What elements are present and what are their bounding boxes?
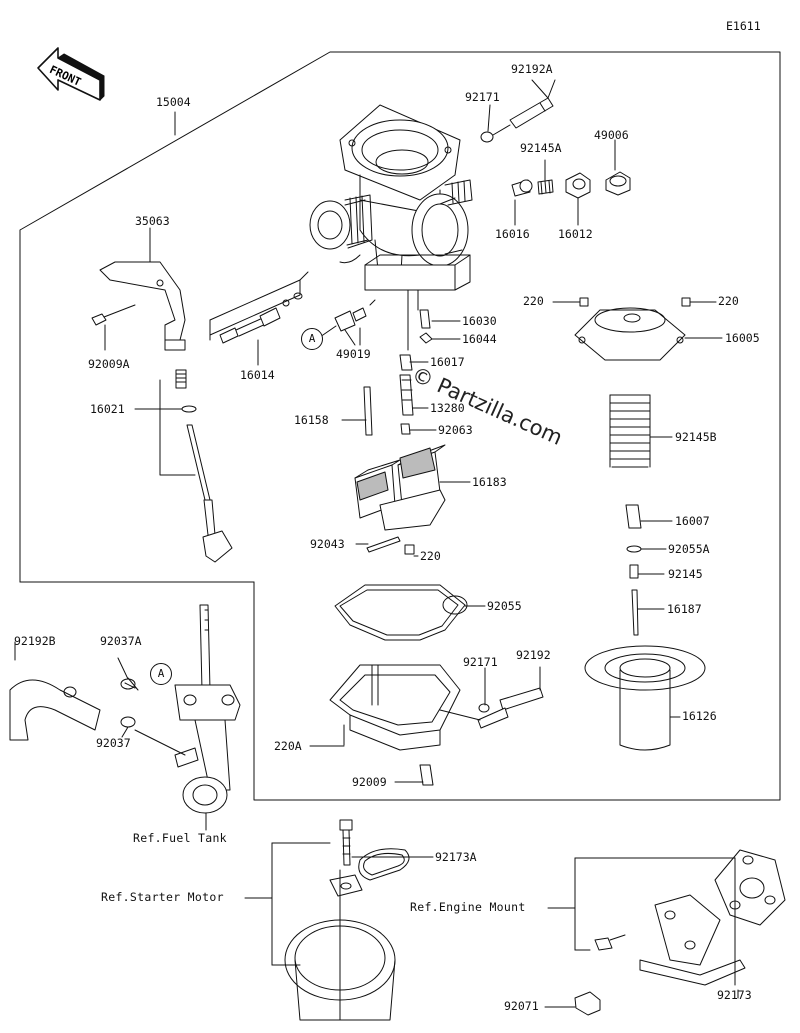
part-label-92192A[interactable]: 92192A xyxy=(511,62,553,76)
assembly-boundary xyxy=(19,51,781,801)
engine-mount-parts xyxy=(547,849,786,1016)
diagram-code: E1611 xyxy=(726,19,761,33)
jets-column xyxy=(363,289,433,436)
part-label-16183[interactable]: 16183 xyxy=(472,475,507,489)
part-label-220A[interactable]: 220A xyxy=(274,739,302,753)
float-bowl-gasket xyxy=(334,584,468,641)
part-label-16030[interactable]: 16030 xyxy=(462,314,497,328)
part-label-16126[interactable]: 16126 xyxy=(682,709,717,723)
starter-plunger-set xyxy=(209,271,309,366)
part-label-16014[interactable]: 16014 xyxy=(240,368,275,382)
ref-engine-mount[interactable]: Ref.Engine Mount xyxy=(410,900,526,914)
part-label-35063[interactable]: 35063 xyxy=(135,214,170,228)
part-label-92055[interactable]: 92055 xyxy=(487,599,522,613)
part-label-92071[interactable]: 92071 xyxy=(504,999,539,1013)
part-label-16016[interactable]: 16016 xyxy=(495,227,530,241)
part-label-16005[interactable]: 16005 xyxy=(725,331,760,345)
ref-starter-motor[interactable]: Ref.Starter Motor xyxy=(101,890,224,904)
carburetor-body xyxy=(309,104,473,291)
part-label-15004[interactable]: 15004 xyxy=(156,95,191,109)
front-arrow-icon xyxy=(37,47,105,101)
part-label-16017[interactable]: 16017 xyxy=(430,355,465,369)
part-label-92173[interactable]: 92173 xyxy=(717,988,752,1002)
float-bowl xyxy=(329,664,544,786)
part-label-92063[interactable]: 92063 xyxy=(438,423,473,437)
part-label-220-left[interactable]: 220 xyxy=(523,294,544,308)
throttle-stop-screw xyxy=(319,307,367,346)
part-label-92037[interactable]: 92037 xyxy=(96,736,131,750)
part-label-92171-low[interactable]: 92171 xyxy=(463,655,498,669)
leader-lines xyxy=(104,79,739,1008)
part-label-16012[interactable]: 16012 xyxy=(558,227,593,241)
part-label-92192B[interactable]: 92192B xyxy=(14,634,56,648)
fuel-valve xyxy=(9,604,241,814)
part-label-92037A[interactable]: 92037A xyxy=(100,634,142,648)
part-label-16044[interactable]: 16044 xyxy=(462,332,497,346)
part-label-92173A[interactable]: 92173A xyxy=(435,850,477,864)
throttle-bracket xyxy=(91,261,233,563)
float xyxy=(354,444,446,555)
part-label-16187[interactable]: 16187 xyxy=(667,602,702,616)
part-label-49019[interactable]: 49019 xyxy=(336,347,371,361)
starter-motor-parts xyxy=(244,819,410,1021)
part-label-13280[interactable]: 13280 xyxy=(430,401,465,415)
callout-a-upper[interactable]: A xyxy=(301,328,323,350)
part-label-92171-top[interactable]: 92171 xyxy=(465,90,500,104)
part-label-16021[interactable]: 16021 xyxy=(90,402,125,416)
part-label-16158[interactable]: 16158 xyxy=(294,413,329,427)
callout-a-lower[interactable]: A xyxy=(150,663,172,685)
part-label-92145B[interactable]: 92145B xyxy=(675,430,717,444)
part-label-92192[interactable]: 92192 xyxy=(516,648,551,662)
part-label-92055A[interactable]: 92055A xyxy=(668,542,710,556)
part-label-92145A[interactable]: 92145A xyxy=(520,141,562,155)
part-label-220-right[interactable]: 220 xyxy=(718,294,739,308)
part-label-92009A[interactable]: 92009A xyxy=(88,357,130,371)
part-label-220-mid[interactable]: 220 xyxy=(420,549,441,563)
vacuum-piston-assembly xyxy=(574,297,706,751)
ref-fuel-tank[interactable]: Ref.Fuel Tank xyxy=(133,831,227,845)
part-label-92009[interactable]: 92009 xyxy=(352,775,387,789)
part-label-92145[interactable]: 92145 xyxy=(668,567,703,581)
part-label-92043[interactable]: 92043 xyxy=(310,537,345,551)
pilot-air-fittings xyxy=(480,79,631,199)
part-label-16007[interactable]: 16007 xyxy=(675,514,710,528)
part-label-49006[interactable]: 49006 xyxy=(594,128,629,142)
